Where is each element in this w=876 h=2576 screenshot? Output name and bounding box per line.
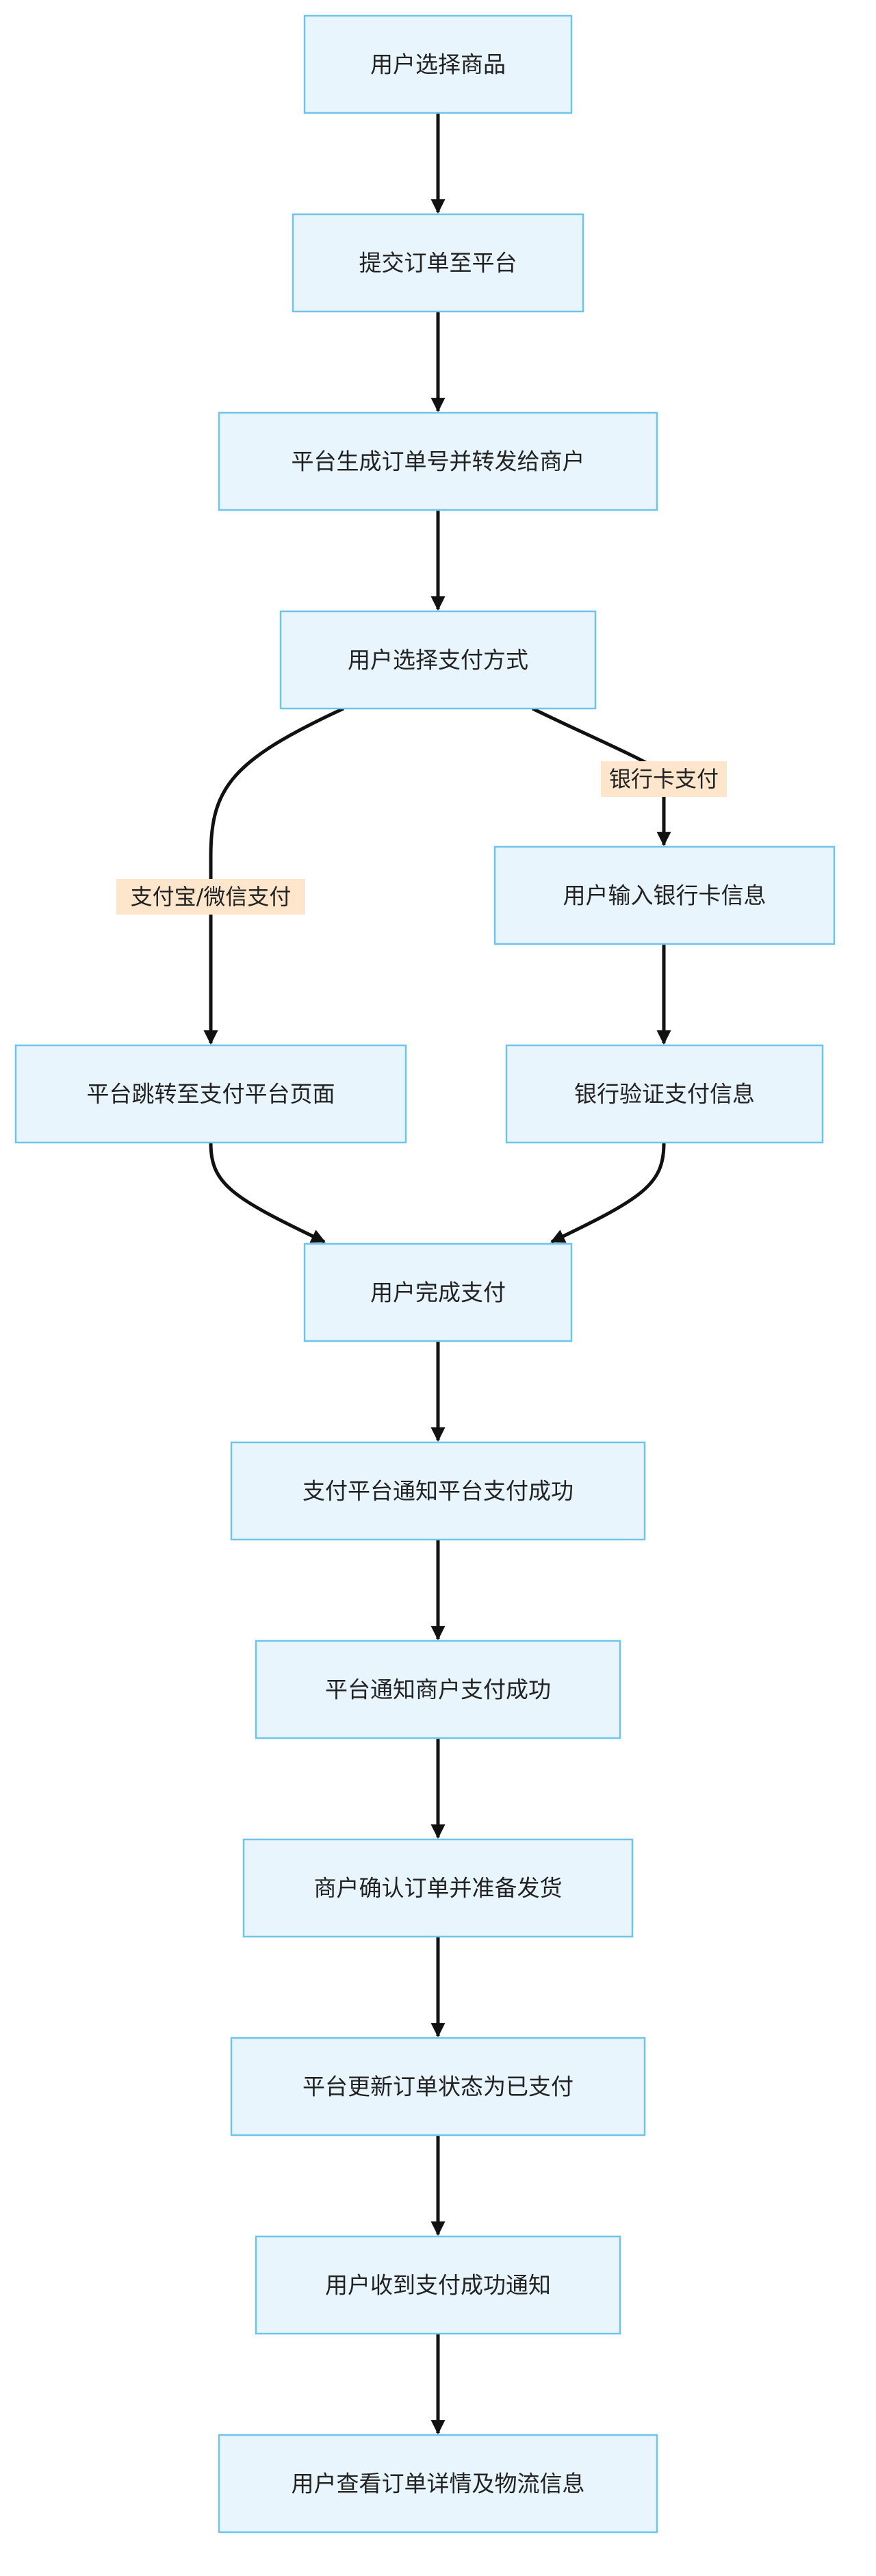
node-n4-box: [279, 610, 597, 710]
edge-n7-n8: [550, 1143, 666, 1244]
node-n4[interactable]: 用户选择支付方式: [279, 610, 597, 710]
node-n2[interactable]: 提交订单至平台: [292, 213, 584, 313]
edge-label-alipay: 支付宝/微信支付: [116, 879, 305, 915]
edge-label-alipay-bg: [116, 879, 305, 915]
edge-label-alipay-text: 支付宝/微信支付: [131, 884, 292, 910]
node-n3-label: 平台生成订单号并转发给商户: [292, 448, 585, 475]
node-n12-label: 平台更新订单状态为已支付: [302, 2074, 574, 2100]
node-n10-box: [255, 1640, 621, 1739]
node-n5-box: [493, 845, 836, 945]
edge-label-bank-text: 银行卡支付: [609, 766, 719, 792]
node-n3[interactable]: 平台生成订单号并转发给商户: [218, 411, 658, 511]
node-n11[interactable]: 商户确认订单并准备发货: [242, 1838, 634, 1938]
node-n12[interactable]: 平台更新订单状态为已支付: [230, 2037, 646, 2137]
node-n7[interactable]: 银行验证支付信息: [505, 1044, 824, 1144]
node-n13[interactable]: 用户收到支付成功通知: [255, 2235, 621, 2335]
node-n4-label: 用户选择支付方式: [348, 647, 528, 674]
node-n14[interactable]: 用户查看订单详情及物流信息: [218, 2434, 658, 2534]
node-n5[interactable]: 用户输入银行卡信息: [493, 845, 836, 945]
node-n3-box: [218, 411, 658, 511]
edge-label-bank: 银行卡支付: [601, 761, 727, 797]
node-n6[interactable]: 平台跳转至支付平台页面: [14, 1044, 407, 1144]
node-n13-box: [255, 2235, 621, 2335]
node-n1-box: [303, 14, 573, 114]
node-n8-label: 用户完成支付: [370, 1279, 506, 1306]
node-n2-label: 提交订单至平台: [359, 250, 517, 277]
node-n8-box: [303, 1242, 573, 1342]
node-n1[interactable]: 用户选择商品: [303, 14, 573, 114]
node-n5-label: 用户输入银行卡信息: [563, 882, 766, 909]
node-n14-label: 用户查看订单详情及物流信息: [292, 2471, 585, 2497]
node-n10[interactable]: 平台通知商户支付成功: [255, 1640, 621, 1739]
node-n2-box: [292, 213, 584, 313]
node-n8[interactable]: 用户完成支付: [303, 1242, 573, 1342]
node-n14-box: [218, 2434, 658, 2534]
node-n6-label: 平台跳转至支付平台页面: [87, 1081, 335, 1108]
edge-n6-n8: [209, 1143, 326, 1244]
node-n12-box: [230, 2037, 646, 2137]
node-n7-box: [505, 1044, 824, 1144]
node-n10-label: 平台通知商户支付成功: [325, 1676, 551, 1703]
node-n7-label: 银行验证支付信息: [574, 1081, 755, 1108]
edge-n4-n6: [203, 706, 345, 1045]
edges: [203, 113, 671, 2435]
node-n6-box: [14, 1044, 407, 1144]
node-n9-label: 支付平台通知平台支付成功: [302, 1478, 574, 1505]
node-n9-box: [230, 1441, 646, 1541]
node-n11-label: 商户确认订单并准备发货: [314, 1875, 563, 1902]
node-n9[interactable]: 支付平台通知平台支付成功: [230, 1441, 646, 1541]
node-n11-box: [242, 1838, 634, 1938]
edge-label-bank-bg: [601, 761, 727, 797]
node-n13-label: 用户收到支付成功通知: [325, 2272, 551, 2299]
node-n1-label: 用户选择商品: [370, 51, 506, 78]
